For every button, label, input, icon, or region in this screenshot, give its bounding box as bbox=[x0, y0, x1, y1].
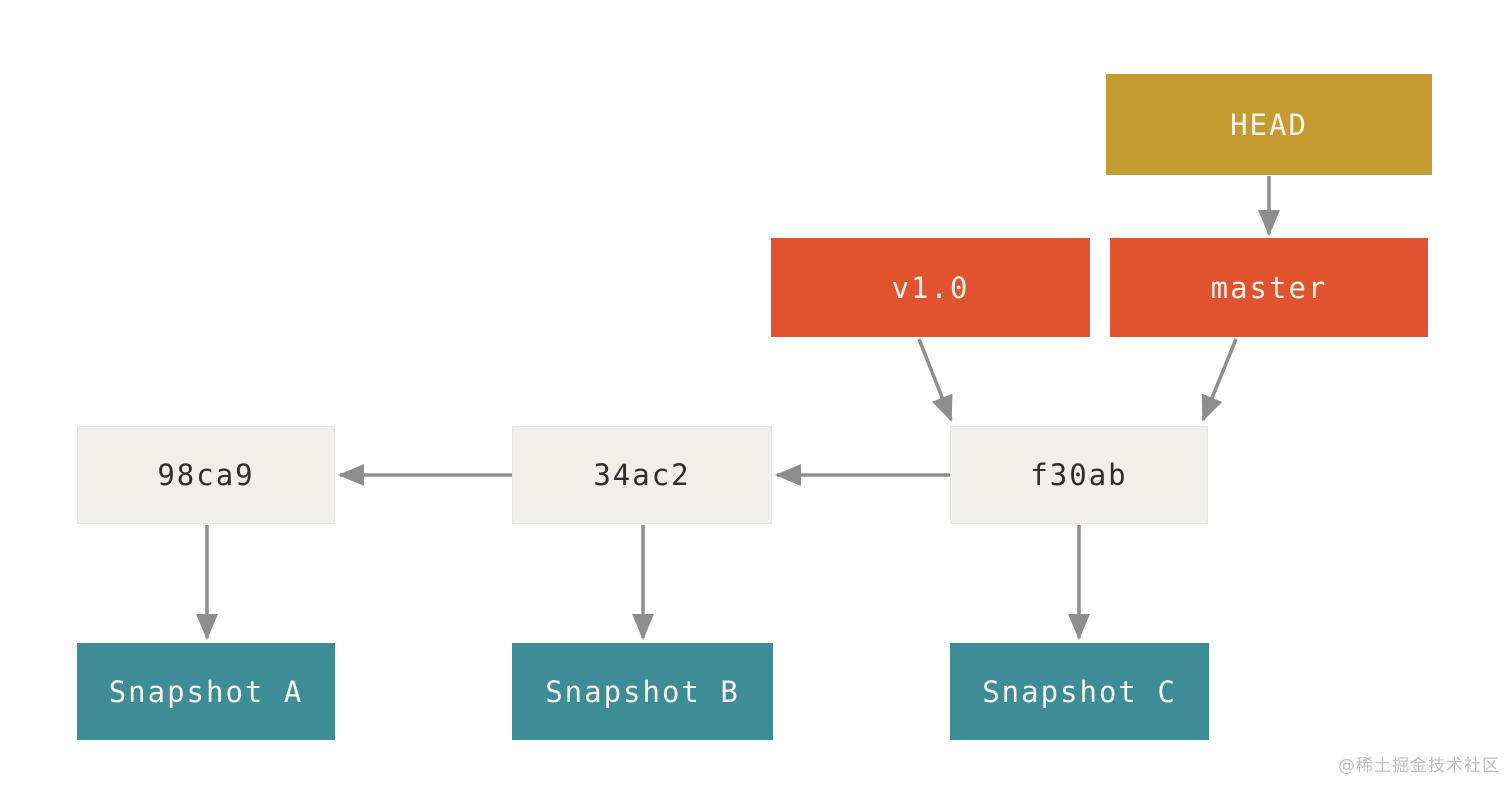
snapshot-c-box: Snapshot C bbox=[950, 643, 1209, 740]
edge-v1-f30ab bbox=[917, 338, 953, 422]
snapshot-a-box: Snapshot A bbox=[77, 643, 335, 740]
branch-master-box: master bbox=[1110, 238, 1428, 337]
commit-f30ab-box: f30ab bbox=[950, 426, 1208, 524]
head-pointer-box: HEAD bbox=[1106, 74, 1432, 175]
snapshot-b-box: Snapshot B bbox=[512, 643, 773, 740]
commit-34ac2-box: 34ac2 bbox=[512, 426, 772, 524]
commit-98ca9-box: 98ca9 bbox=[77, 426, 335, 524]
edge-master-f30ab bbox=[1201, 338, 1238, 422]
watermark-text: @稀土掘金技术社区 bbox=[1338, 756, 1500, 776]
tag-v1-box: v1.0 bbox=[771, 238, 1090, 337]
